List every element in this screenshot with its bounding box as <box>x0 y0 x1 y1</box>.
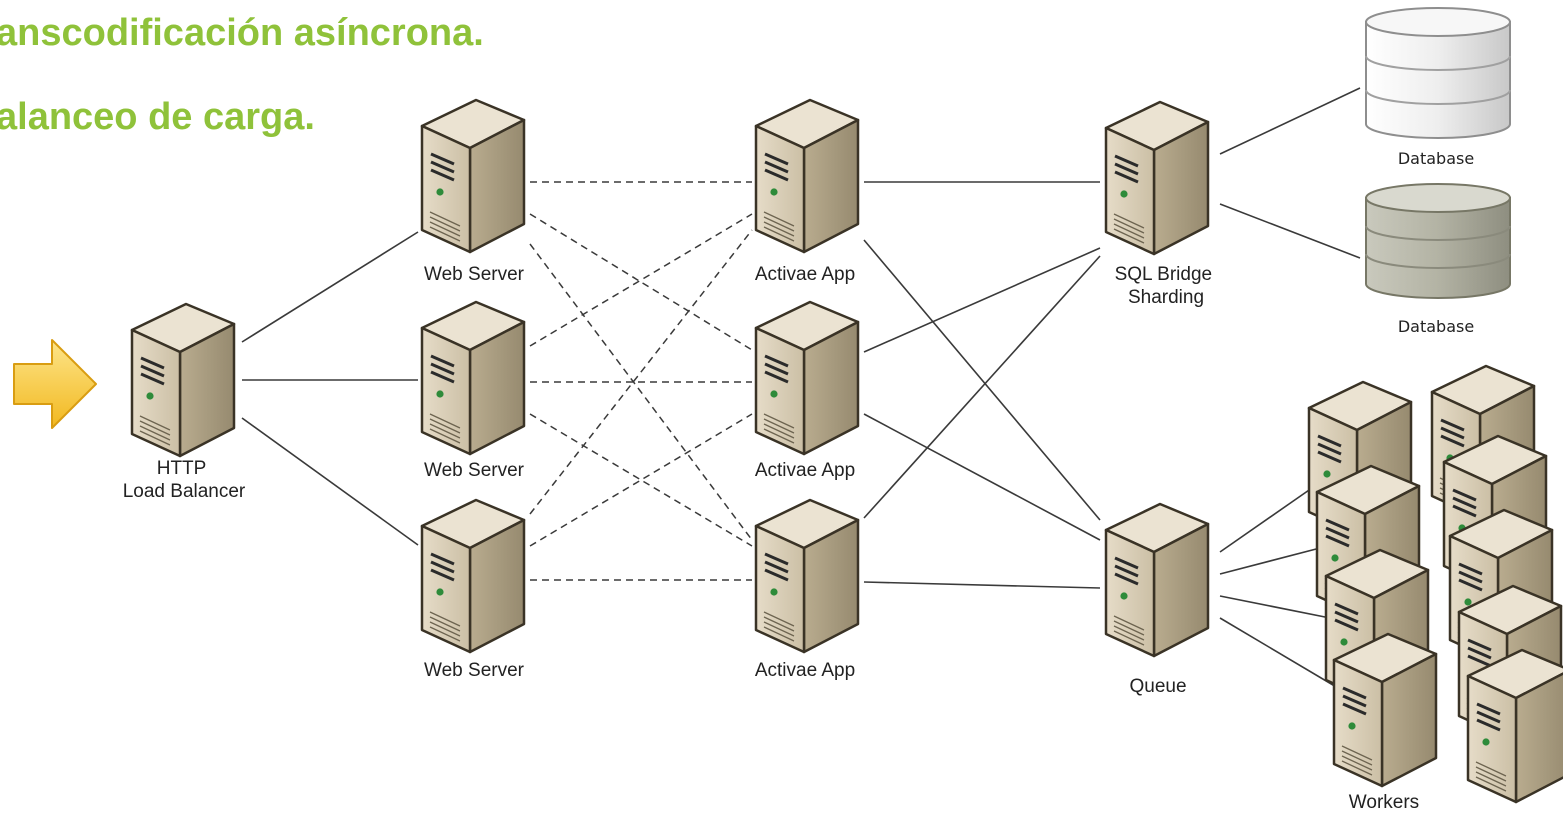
dashed-connections <box>529 181 753 581</box>
label-sql-bridge-line1: SQL Bridge <box>1115 264 1213 285</box>
label-web-server-3: Web Server <box>424 660 525 681</box>
database-1 <box>1365 7 1511 139</box>
label-database-1: Database <box>1398 149 1474 168</box>
database-icon <box>1365 197 1511 299</box>
server-icon <box>420 498 526 654</box>
web-server-3 <box>420 498 526 654</box>
label-sql-bridge: SQL Bridge Sharding <box>1115 264 1218 308</box>
link-sql-db1 <box>1219 87 1361 155</box>
link-app2-sql <box>863 247 1101 353</box>
label-web-server-2: Web Server <box>424 460 525 481</box>
link-app3-sql <box>863 255 1101 519</box>
dash-web1-app2 <box>529 213 753 351</box>
solid-connections <box>241 87 1361 689</box>
link-sql-db2 <box>1219 203 1361 259</box>
server-icon <box>754 300 860 456</box>
label-load-balancer-line2: Load Balancer <box>123 481 246 502</box>
dash-web1-app3 <box>529 243 753 541</box>
label-sql-bridge-line2: Sharding <box>1128 287 1204 308</box>
server-icon <box>420 98 526 254</box>
database-2 <box>1365 183 1511 299</box>
dash-web3-app1 <box>529 229 753 515</box>
queue-server <box>1104 502 1210 658</box>
server-icon <box>1104 100 1210 256</box>
input-arrow-icon <box>13 339 97 429</box>
database-icon <box>1365 21 1511 139</box>
web-server-2 <box>420 300 526 456</box>
server-icon <box>1104 502 1210 658</box>
worker-server-icon <box>1466 648 1563 804</box>
server-icon <box>754 498 860 654</box>
label-web-server-1: Web Server <box>424 264 525 285</box>
heading-async-transcoding: anscodificación asíncrona. <box>0 12 484 54</box>
link-queue-worker3 <box>1219 595 1331 619</box>
load-balancer-server <box>130 302 236 458</box>
heading-load-balancing: alanceo de carga. <box>0 96 315 138</box>
server-icon <box>130 302 236 458</box>
label-app-3: Activae App <box>755 660 855 681</box>
app-server-3 <box>754 498 860 654</box>
link-lb-web3 <box>241 417 419 546</box>
label-database-2: Database <box>1398 317 1474 336</box>
workers-cluster <box>1307 364 1563 804</box>
app-server-2 <box>754 300 860 456</box>
server-icon <box>420 300 526 456</box>
label-app-1: Activae App <box>755 264 855 285</box>
sql-bridge-server <box>1104 100 1210 256</box>
link-app3-queue <box>863 581 1101 589</box>
link-queue-worker2 <box>1219 547 1321 575</box>
link-app1-queue <box>863 239 1101 521</box>
label-workers: Workers <box>1349 792 1419 813</box>
link-lb-web1 <box>241 231 419 343</box>
worker-server-icon <box>1332 632 1438 788</box>
label-queue: Queue <box>1129 676 1186 697</box>
label-app-2: Activae App <box>755 460 855 481</box>
label-load-balancer-line1: HTTP <box>157 458 206 479</box>
link-queue-worker1 <box>1219 487 1313 553</box>
link-queue-worker4 <box>1219 617 1339 689</box>
server-icon <box>754 98 860 254</box>
link-app2-queue <box>863 413 1101 541</box>
label-load-balancer: HTTP Load Balancer <box>123 458 246 502</box>
app-server-1 <box>754 98 860 254</box>
web-server-1 <box>420 98 526 254</box>
